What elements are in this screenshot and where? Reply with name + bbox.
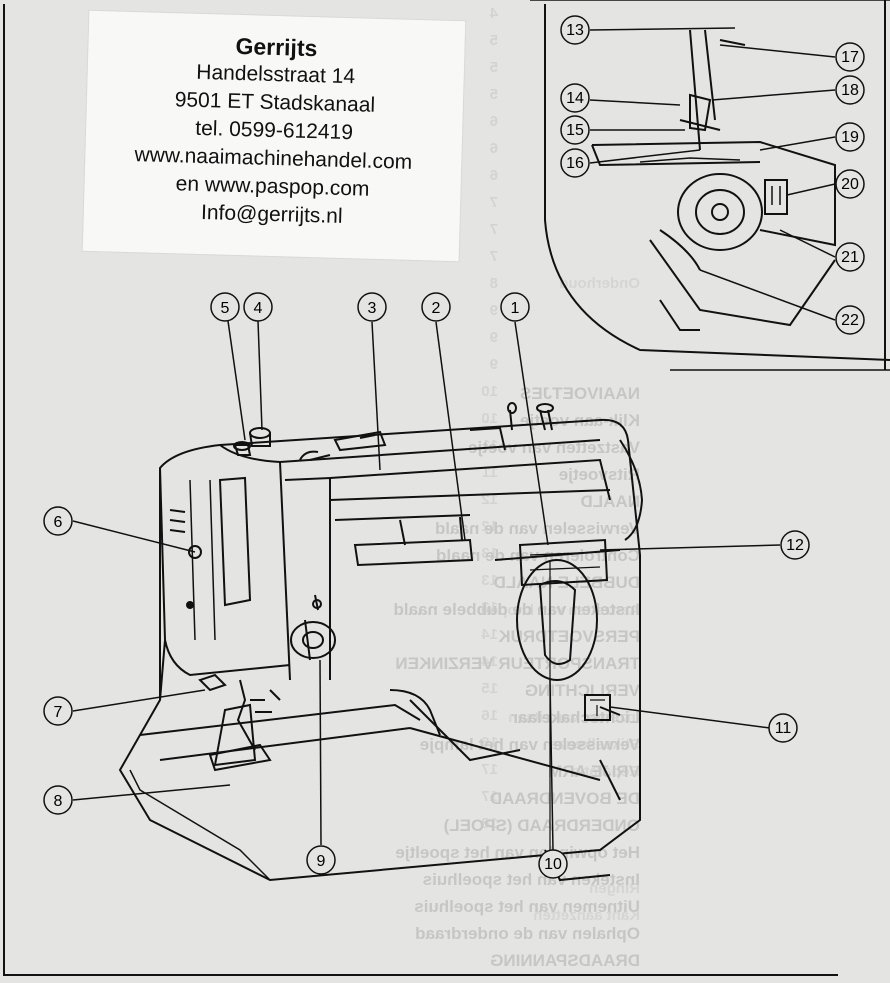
callout-21: 21 — [835, 242, 865, 272]
svg-text:22: 22 — [841, 312, 859, 329]
callout-12: 12 — [780, 530, 810, 560]
svg-text:17: 17 — [841, 49, 859, 66]
callout-9: 9 — [306, 845, 336, 875]
callout-18: 18 — [835, 75, 865, 105]
callout-17: 17 — [835, 42, 865, 72]
callout-7: 7 — [43, 696, 73, 726]
svg-text:15: 15 — [566, 122, 584, 139]
svg-text:6: 6 — [54, 514, 63, 531]
callout-1: 1 — [500, 292, 530, 322]
callout-2: 2 — [421, 292, 451, 322]
svg-text:4: 4 — [254, 300, 263, 317]
svg-text:11: 11 — [775, 720, 792, 737]
svg-text:18: 18 — [841, 82, 859, 99]
callout-15: 15 — [560, 115, 590, 145]
bobbin-hook-inset — [591, 29, 836, 331]
callout-4: 4 — [243, 292, 273, 322]
svg-text:7: 7 — [54, 704, 63, 721]
svg-text:3: 3 — [368, 300, 377, 317]
svg-text:9: 9 — [317, 853, 326, 870]
callout-6: 6 — [43, 506, 73, 536]
callout-22: 22 — [835, 305, 865, 335]
svg-text:8: 8 — [54, 793, 63, 810]
callout-11: 11 — [768, 713, 798, 743]
svg-text:20: 20 — [841, 176, 859, 193]
svg-text:14: 14 — [566, 90, 584, 107]
svg-text:12: 12 — [786, 537, 804, 554]
svg-text:10: 10 — [544, 856, 562, 873]
svg-text:19: 19 — [841, 129, 859, 146]
svg-text:5: 5 — [221, 300, 230, 317]
callout-19: 19 — [835, 122, 865, 152]
svg-text:16: 16 — [566, 155, 584, 172]
page-frame — [3, 0, 890, 976]
callout-13: 13 — [560, 15, 590, 45]
callout-14: 14 — [560, 83, 590, 113]
leader-lines — [72, 27, 836, 851]
callout-8: 8 — [43, 785, 73, 815]
callout-20: 20 — [835, 169, 865, 199]
svg-text:13: 13 — [566, 22, 584, 39]
sewing-machine-body — [118, 402, 644, 882]
svg-text:1: 1 — [511, 300, 520, 317]
callout-5: 5 — [210, 292, 240, 322]
callout-10: 10 — [538, 849, 568, 879]
callout-16: 16 — [560, 148, 590, 178]
callout-3: 3 — [357, 292, 387, 322]
svg-text:21: 21 — [841, 249, 859, 266]
callout-markers: 1 2 3 4 5 6 7 8 9 10 11 12 13 14 15 16 1… — [43, 15, 865, 879]
dealer-sticker: Gerrijts Handelsstraat 14 9501 ET Stadsk… — [82, 10, 466, 262]
svg-text:2: 2 — [432, 300, 441, 317]
